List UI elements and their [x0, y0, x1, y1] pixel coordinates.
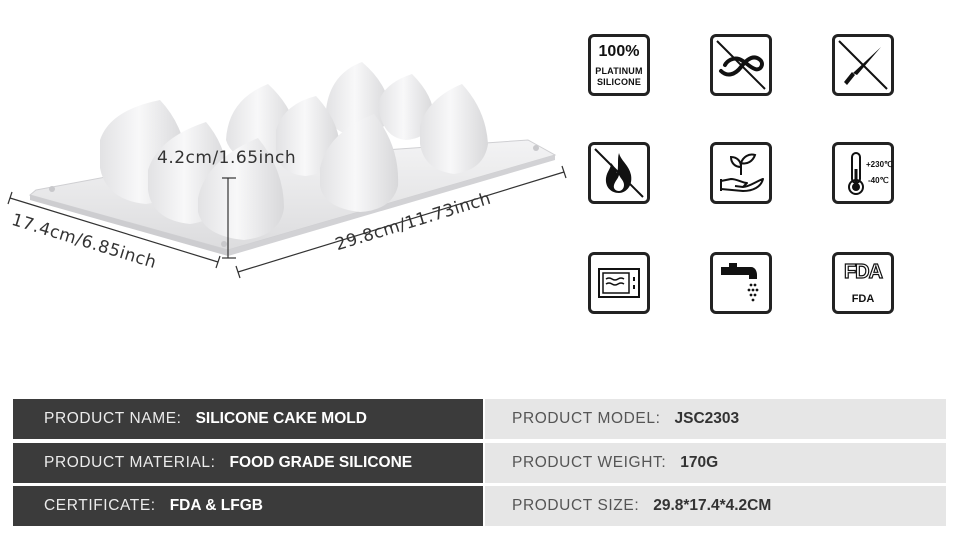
no-fire-icon [588, 142, 650, 204]
product-size-value: 29.8*17.4*4.2CM [653, 497, 772, 514]
product-name-value: SILICONE CAKE MOLD [195, 410, 367, 427]
certificate-label: CERTIFICATE: [44, 497, 156, 514]
spec-cell-left: PRODUCT MATERIAL: FOOD GRADE SILICONE [13, 443, 483, 483]
spec-cell-left: PRODUCT NAME: SILICONE CAKE MOLD [13, 399, 483, 439]
product-model-value: JSC2303 [674, 410, 740, 427]
product-material-label: PRODUCT MATERIAL: [44, 454, 216, 471]
spec-cell-right: PRODUCT SIZE: 29.8*17.4*4.2CM [485, 486, 946, 526]
height-label: 4.2cm/1.65inch [157, 148, 297, 168]
temp-high-label: +230℃ [866, 160, 894, 169]
fda-icon: FDA FDA [832, 252, 894, 314]
product-size-label: PRODUCT SIZE: [512, 497, 640, 514]
thermometer-icon: +230℃ -40℃ [832, 142, 894, 204]
mold-cavity [320, 114, 399, 212]
badge-silicone: SILICONE [596, 77, 642, 87]
product-name-label: PRODUCT NAME: [44, 410, 182, 427]
fda-text: FDA [851, 293, 875, 305]
mold-drawing [7, 62, 567, 279]
product-material-value: FOOD GRADE SILICONE [229, 454, 413, 471]
width-dimension-line [237, 171, 565, 273]
microwave-icon [588, 252, 650, 314]
product-weight-label: PRODUCT WEIGHT: [512, 454, 667, 471]
spec-cell-right: PRODUCT MODEL: JSC2303 [485, 399, 946, 439]
spec-row: PRODUCT MATERIAL: FOOD GRADE SILICONE PR… [13, 443, 946, 483]
no-knife-icon [832, 34, 894, 96]
no-knot-icon [710, 34, 772, 96]
certificate-value: FDA & LFGB [169, 497, 263, 514]
fda-logo: FDA [843, 260, 883, 283]
platinum-silicone-icon: 100% PLATINUM SILICONE [588, 34, 650, 96]
eco-plant-hand-icon [710, 142, 772, 204]
spec-row: CERTIFICATE: FDA & LFGB PRODUCT SIZE: 29… [13, 486, 946, 526]
badge-percent: 100% [598, 43, 640, 60]
spec-cell-right: PRODUCT WEIGHT: 170G [485, 443, 946, 483]
product-model-label: PRODUCT MODEL: [512, 410, 661, 427]
spec-cell-left: CERTIFICATE: FDA & LFGB [13, 486, 483, 526]
temp-low-label: -40℃ [868, 176, 889, 185]
product-illustration: 4.2cm/1.65inch 29.8cm/11.73inch 17.4cm/6… [0, 0, 580, 300]
product-weight-value: 170G [680, 454, 719, 471]
badge-platinum: PLATINUM [595, 66, 643, 76]
mold-cavity [378, 74, 434, 140]
spec-row: PRODUCT NAME: SILICONE CAKE MOLD PRODUCT… [13, 399, 946, 439]
depth-dimension-line [9, 197, 219, 263]
mold-cavity [420, 84, 488, 174]
faucet-icon [710, 252, 772, 314]
mold-cavity [198, 138, 284, 240]
